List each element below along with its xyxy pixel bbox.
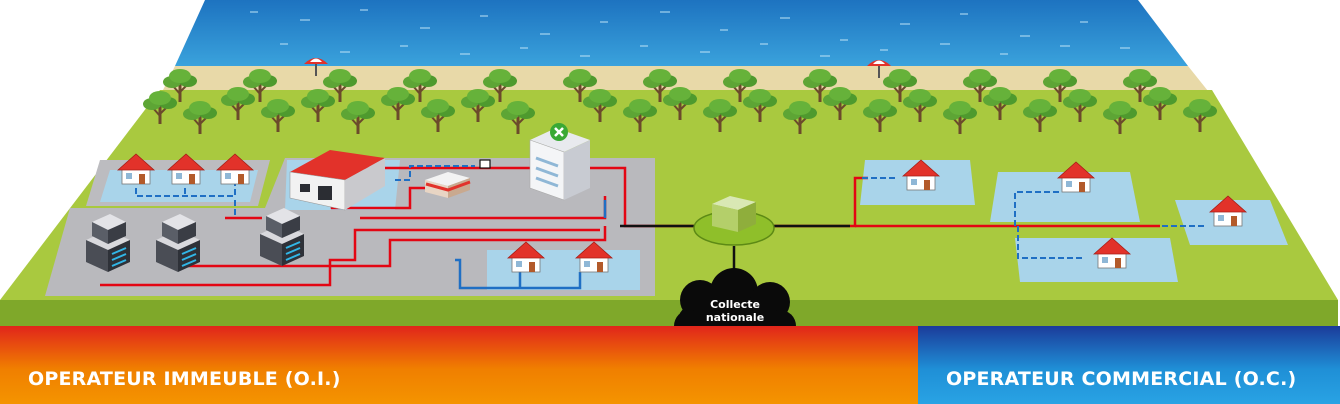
operateur-commercial-label: OPERATEUR COMMERCIAL (O.C.) [946, 368, 1297, 390]
cloud-label: Collecte nationale [680, 298, 790, 324]
office-building-icon [259, 207, 305, 267]
office-building-icon [85, 213, 131, 273]
shop-icon [425, 172, 471, 198]
cloud-label-line2: nationale [705, 311, 765, 324]
band-operateur-immeuble [0, 326, 918, 404]
drop-blue-dashed [135, 165, 1205, 259]
hospital-icon [529, 123, 590, 201]
sea [175, 0, 1188, 66]
cabinet-icon [693, 196, 775, 246]
operateur-immeuble-label: OPERATEUR IMMEUBLE (O.I.) [28, 368, 341, 390]
parasol-icon [304, 58, 328, 76]
sea-waves [250, 9, 1130, 57]
connection-box [479, 159, 491, 169]
drop-blue-solid [455, 200, 607, 290]
cloud-label-line1: Collecte [710, 298, 760, 311]
band-operateur-commercial [918, 326, 1340, 404]
parasol-icon [867, 60, 891, 78]
office-building-icon [155, 213, 201, 273]
warehouse-icon [289, 150, 385, 211]
land-edge [0, 300, 1338, 326]
